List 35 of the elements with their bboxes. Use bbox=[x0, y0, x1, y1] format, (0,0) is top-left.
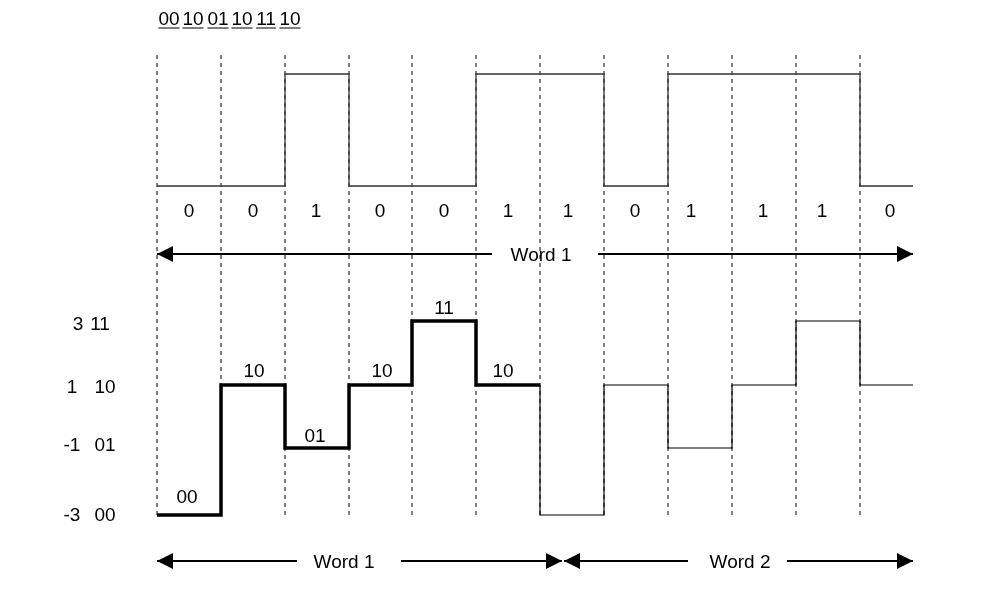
bit-label: 1 bbox=[685, 200, 697, 220]
level-value: 3 bbox=[72, 313, 84, 333]
bit-label: 0 bbox=[884, 200, 896, 220]
level-value: 1 bbox=[66, 376, 78, 396]
bit-label: 1 bbox=[757, 200, 769, 220]
symbol-label: 10 bbox=[243, 360, 265, 380]
word-label: Word 2 bbox=[709, 551, 771, 571]
bit-label: 1 bbox=[502, 200, 514, 220]
word-label: Word 1 bbox=[313, 551, 375, 571]
bit-label: 0 bbox=[247, 200, 259, 220]
bit-label: 1 bbox=[816, 200, 828, 220]
level-code: 01 bbox=[94, 434, 116, 454]
word-label: Word 1 bbox=[510, 244, 572, 264]
symbol-label: 10 bbox=[231, 8, 253, 28]
level-code: 00 bbox=[94, 504, 116, 524]
symbol-label: 10 bbox=[182, 8, 204, 28]
level-code: 10 bbox=[94, 376, 116, 396]
bit-label: 1 bbox=[562, 200, 574, 220]
symbol-label: 01 bbox=[207, 8, 229, 28]
bit-label: 0 bbox=[183, 200, 195, 220]
bit-label: 0 bbox=[374, 200, 386, 220]
level-value: -1 bbox=[63, 434, 81, 454]
symbol-label: 11 bbox=[434, 297, 454, 317]
bit-label: 0 bbox=[629, 200, 641, 220]
bit-label: 0 bbox=[438, 200, 450, 220]
symbol-label: 10 bbox=[371, 360, 393, 380]
level-value: -3 bbox=[63, 504, 81, 524]
symbol-label: 00 bbox=[176, 486, 198, 506]
symbol-label: 11 bbox=[256, 8, 276, 28]
symbol-label: 10 bbox=[279, 8, 301, 28]
symbol-label: 01 bbox=[304, 425, 326, 445]
symbol-label: 00 bbox=[158, 8, 180, 28]
symbol-label: 10 bbox=[492, 360, 514, 380]
level-code: 11 bbox=[90, 313, 110, 333]
bit-label: 1 bbox=[310, 200, 322, 220]
